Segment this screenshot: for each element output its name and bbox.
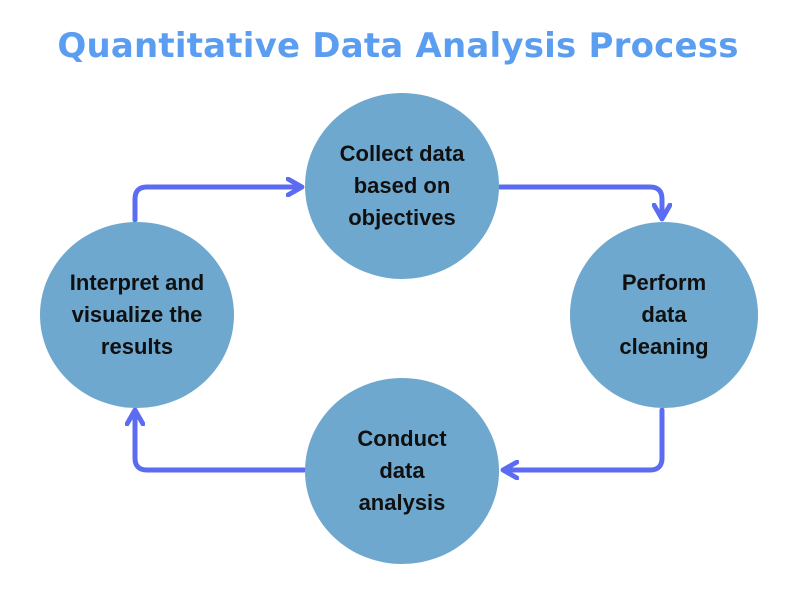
arrow-collect-to-cleaning	[497, 184, 662, 217]
diagram-title: Quantitative Data Analysis Process	[57, 26, 739, 66]
step-collect-data: Collect data based on objectives	[305, 93, 499, 279]
arrow-analysis-to-interpret	[135, 412, 307, 473]
arrow-cleaning-to-analysis	[505, 407, 665, 470]
step-data-analysis-label: Conduct data analysis	[357, 426, 447, 515]
step-interpret-visualize-label: Interpret and visualize the results	[69, 270, 205, 359]
step-collect-data-label: Collect data based on objectives	[339, 141, 465, 230]
step-data-cleaning: Perform data cleaning	[570, 222, 758, 408]
arrow-interpret-to-collect	[132, 187, 300, 223]
step-interpret-visualize: Interpret and visualize the results	[40, 222, 234, 408]
step-data-analysis: Conduct data analysis	[305, 378, 499, 564]
step-data-cleaning-label: Perform data cleaning	[619, 270, 709, 359]
